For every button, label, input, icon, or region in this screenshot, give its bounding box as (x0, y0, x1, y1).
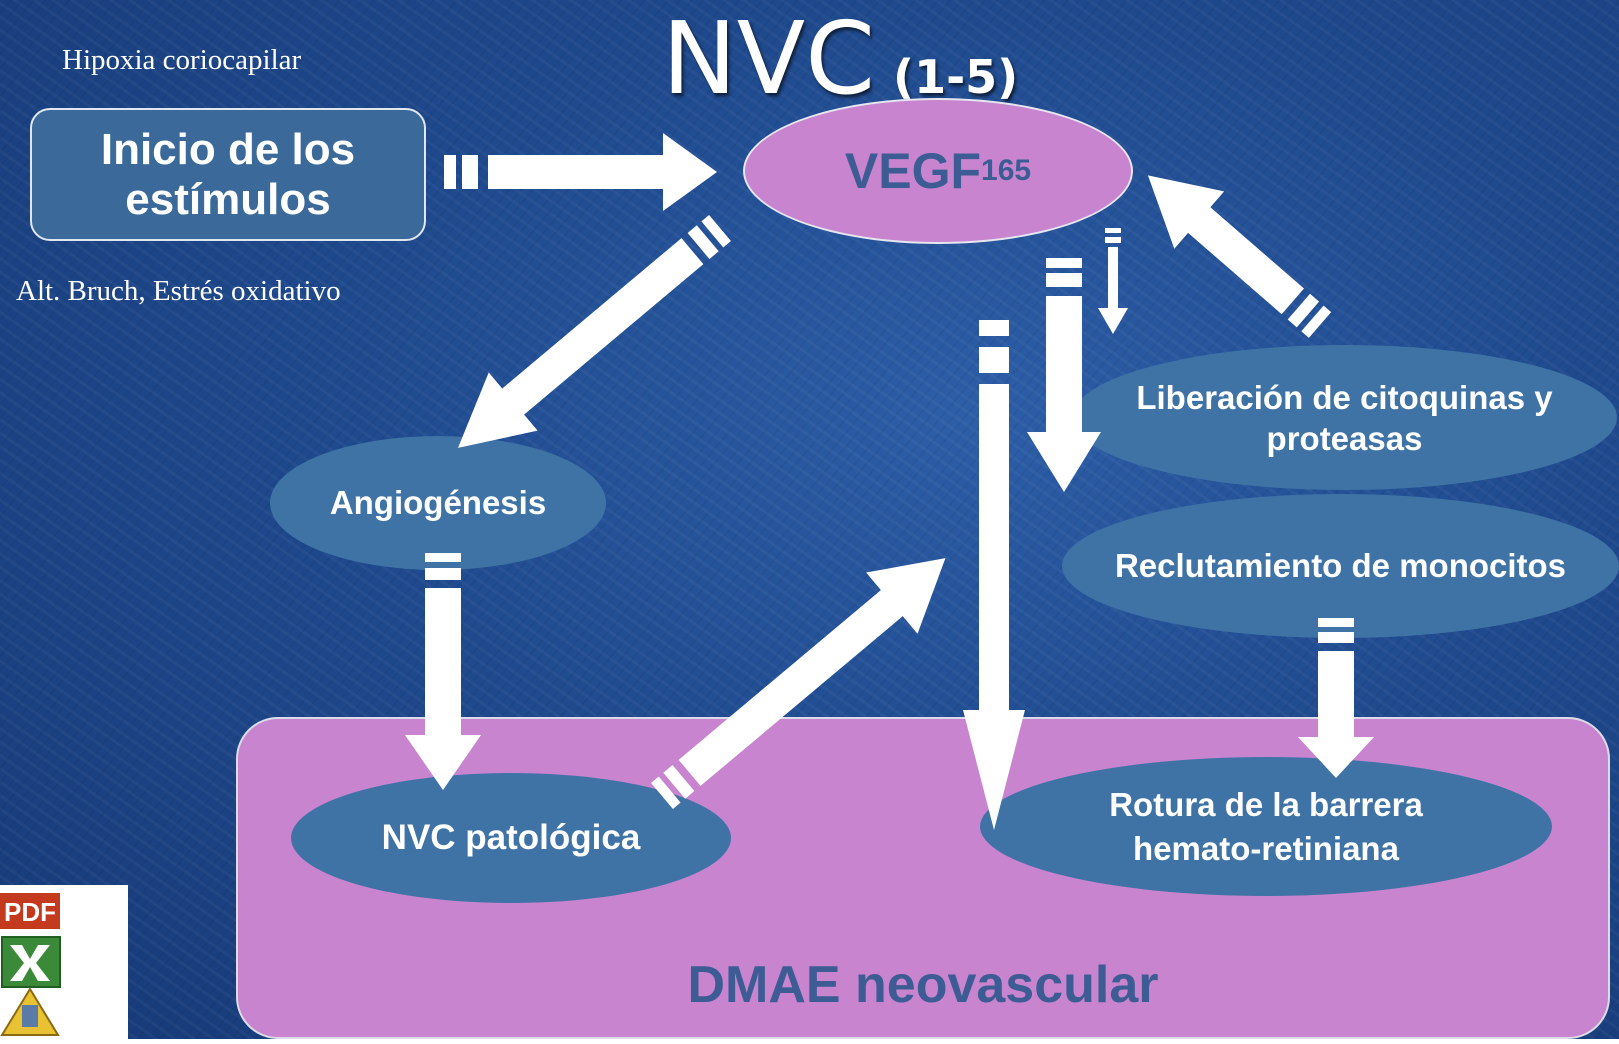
vegf-subscript: 165 (981, 154, 1032, 187)
title-main: NVC (662, 0, 876, 117)
hypoxia-note: Hipoxia coriocapilar (62, 44, 302, 76)
rotura-line-1: Rotura de la barrera (1109, 785, 1423, 823)
pdf-excel-graphic: PDF (0, 893, 61, 1036)
liberacion-node: Liberación de citoquinas y proteasas (1072, 345, 1617, 490)
angiogenesis-node: Angiogénesis (270, 436, 606, 570)
arrow-angiogenesis-to-nvc (405, 553, 481, 790)
title-reference: (1-5) (893, 50, 1019, 104)
start-line-1: Inicio de los (100, 124, 356, 174)
bruch-note: Alt. Bruch, Estrés oxidativo (16, 275, 341, 307)
liberacion-line-1: Liberación de citoquinas y (1136, 378, 1553, 416)
start-stimuli-box: Inicio de los estímulos (30, 108, 426, 241)
vegf-label: VEGF (844, 143, 982, 199)
liberacion-line-2: proteasas (1266, 419, 1423, 457)
rotura-line-2: hemato-retiniana (1133, 829, 1399, 867)
dmae-label: DMAE neovascular (687, 956, 1159, 1014)
arrow-liberacion-to-vegf (1147, 175, 1332, 338)
start-line-2: estímulos (125, 174, 331, 224)
arrow-vegf-to-angiogenesis (458, 214, 731, 448)
slide-title: NVC (1-5) (662, 0, 1018, 136)
arrow-small-down (1098, 228, 1128, 334)
pdf-excel-icon: PDF (0, 885, 128, 1039)
arrow-reclutamiento-to-rotura (1298, 618, 1374, 778)
pdf-icon-text: PDF (4, 897, 56, 927)
arrow-vegf-to-liberacion (1027, 258, 1101, 492)
arrow-nvc-to-center (651, 558, 946, 810)
reclutamiento-node: Reclutamiento de monocitos (1062, 494, 1619, 638)
arrow-start-to-vegf (444, 133, 717, 211)
rotura-node: Rotura de la barrera hemato-retiniana (980, 757, 1552, 896)
nvc-patologica-node: NVC patológica (291, 773, 731, 903)
arrow-down-to-rotura (963, 320, 1025, 830)
